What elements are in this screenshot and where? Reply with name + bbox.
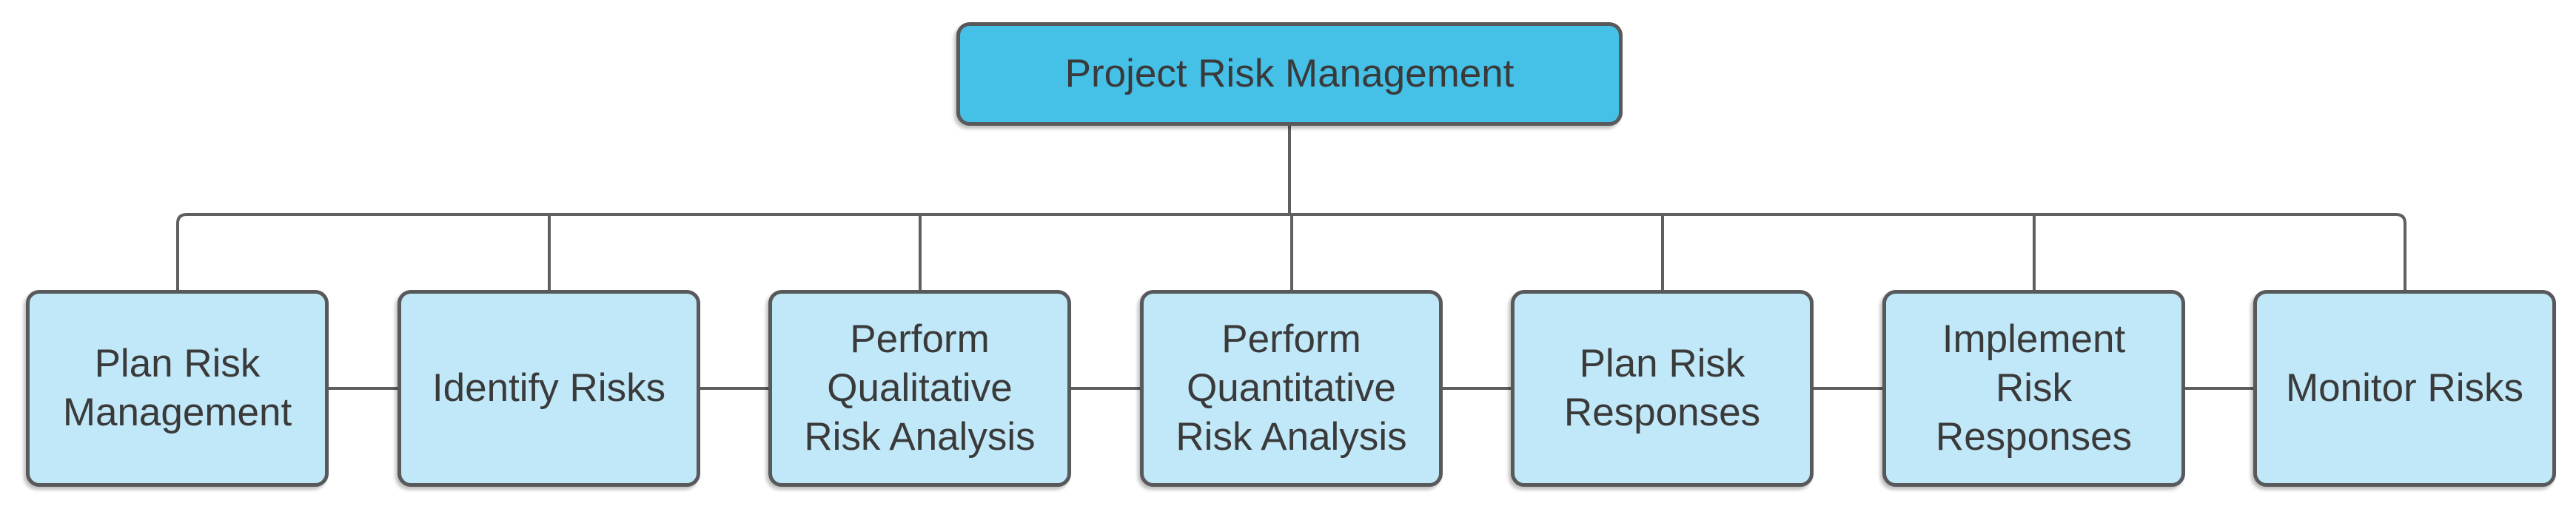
node-project-risk-management[interactable]: Project Risk Management <box>956 22 1623 126</box>
node-label-project-risk-management: Project Risk Management <box>1064 52 1515 95</box>
node-label-perform-quantitative-risk-analysis: Perform Quantitative Risk Analysis <box>1175 317 1407 459</box>
node-label-monitor-risks: Monitor Risks <box>2285 366 2523 410</box>
node-perform-quantitative-risk-analysis[interactable]: Perform Quantitative Risk Analysis <box>1140 290 1443 487</box>
node-perform-qualitative-risk-analysis[interactable]: Perform Qualitative Risk Analysis <box>768 290 1071 487</box>
node-label-plan-risk-responses: Plan Risk Responses <box>1563 342 1761 434</box>
node-identify-risks[interactable]: Identify Risks <box>398 290 700 487</box>
connector-bus-left-arm <box>176 213 1289 291</box>
node-label-identify-risks: Identify Risks <box>432 366 666 410</box>
node-implement-risk-responses[interactable]: Implement Risk Responses <box>1882 290 2185 487</box>
node-label-perform-qualitative-risk-analysis: Perform Qualitative Risk Analysis <box>804 317 1036 459</box>
node-plan-risk-management[interactable]: Plan Risk Management <box>26 290 329 487</box>
connector-bus-right-arm <box>1289 213 2406 291</box>
node-monitor-risks[interactable]: Monitor Risks <box>2253 290 2556 487</box>
node-label-plan-risk-management: Plan Risk Management <box>62 342 292 434</box>
node-label-implement-risk-responses: Implement Risk Responses <box>1935 317 2133 459</box>
node-plan-risk-responses[interactable]: Plan Risk Responses <box>1511 290 1814 487</box>
